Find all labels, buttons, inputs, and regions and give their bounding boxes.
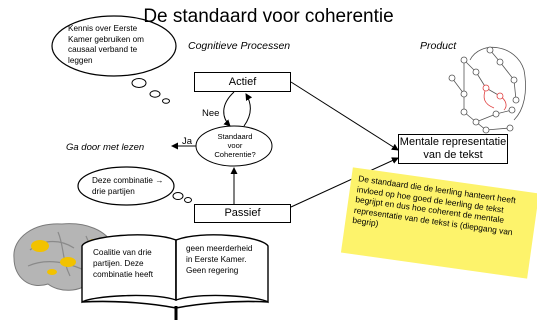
book-left-page-text: Coalitie van drie partijen. Deze combina… — [93, 248, 154, 279]
box-passive: Passief — [194, 204, 291, 223]
heading-processes: Cognitieve Processen — [188, 40, 291, 52]
thought-cloud-top — [51, 15, 177, 104]
label-ga-door: Ga door met lezen — [66, 142, 145, 153]
decision-text: Standaard voor Coherentie? — [214, 132, 256, 159]
label-ja: Ja — [182, 136, 193, 147]
page-title: De standaard voor coherentie — [143, 6, 394, 27]
thought-cloud-bottom — [77, 166, 192, 206]
thought-top-text: Kennis over Eerste Kamer gebruiken om ca… — [68, 24, 144, 65]
heading-product: Product — [420, 40, 457, 52]
flow-arrows — [171, 81, 399, 208]
book-right-page-text: geen meerderheid in Eerste Kamer. Geen r… — [186, 244, 253, 275]
box-active: Actief — [194, 72, 291, 92]
network-nodes — [448, 46, 520, 134]
open-book — [81, 234, 269, 309]
box-mental-representation: Mentale representatie van de tekst — [398, 134, 508, 164]
label-nee: Nee — [202, 108, 220, 119]
thought-bottom-text: Deze combinatie → drie partijen — [92, 176, 164, 196]
